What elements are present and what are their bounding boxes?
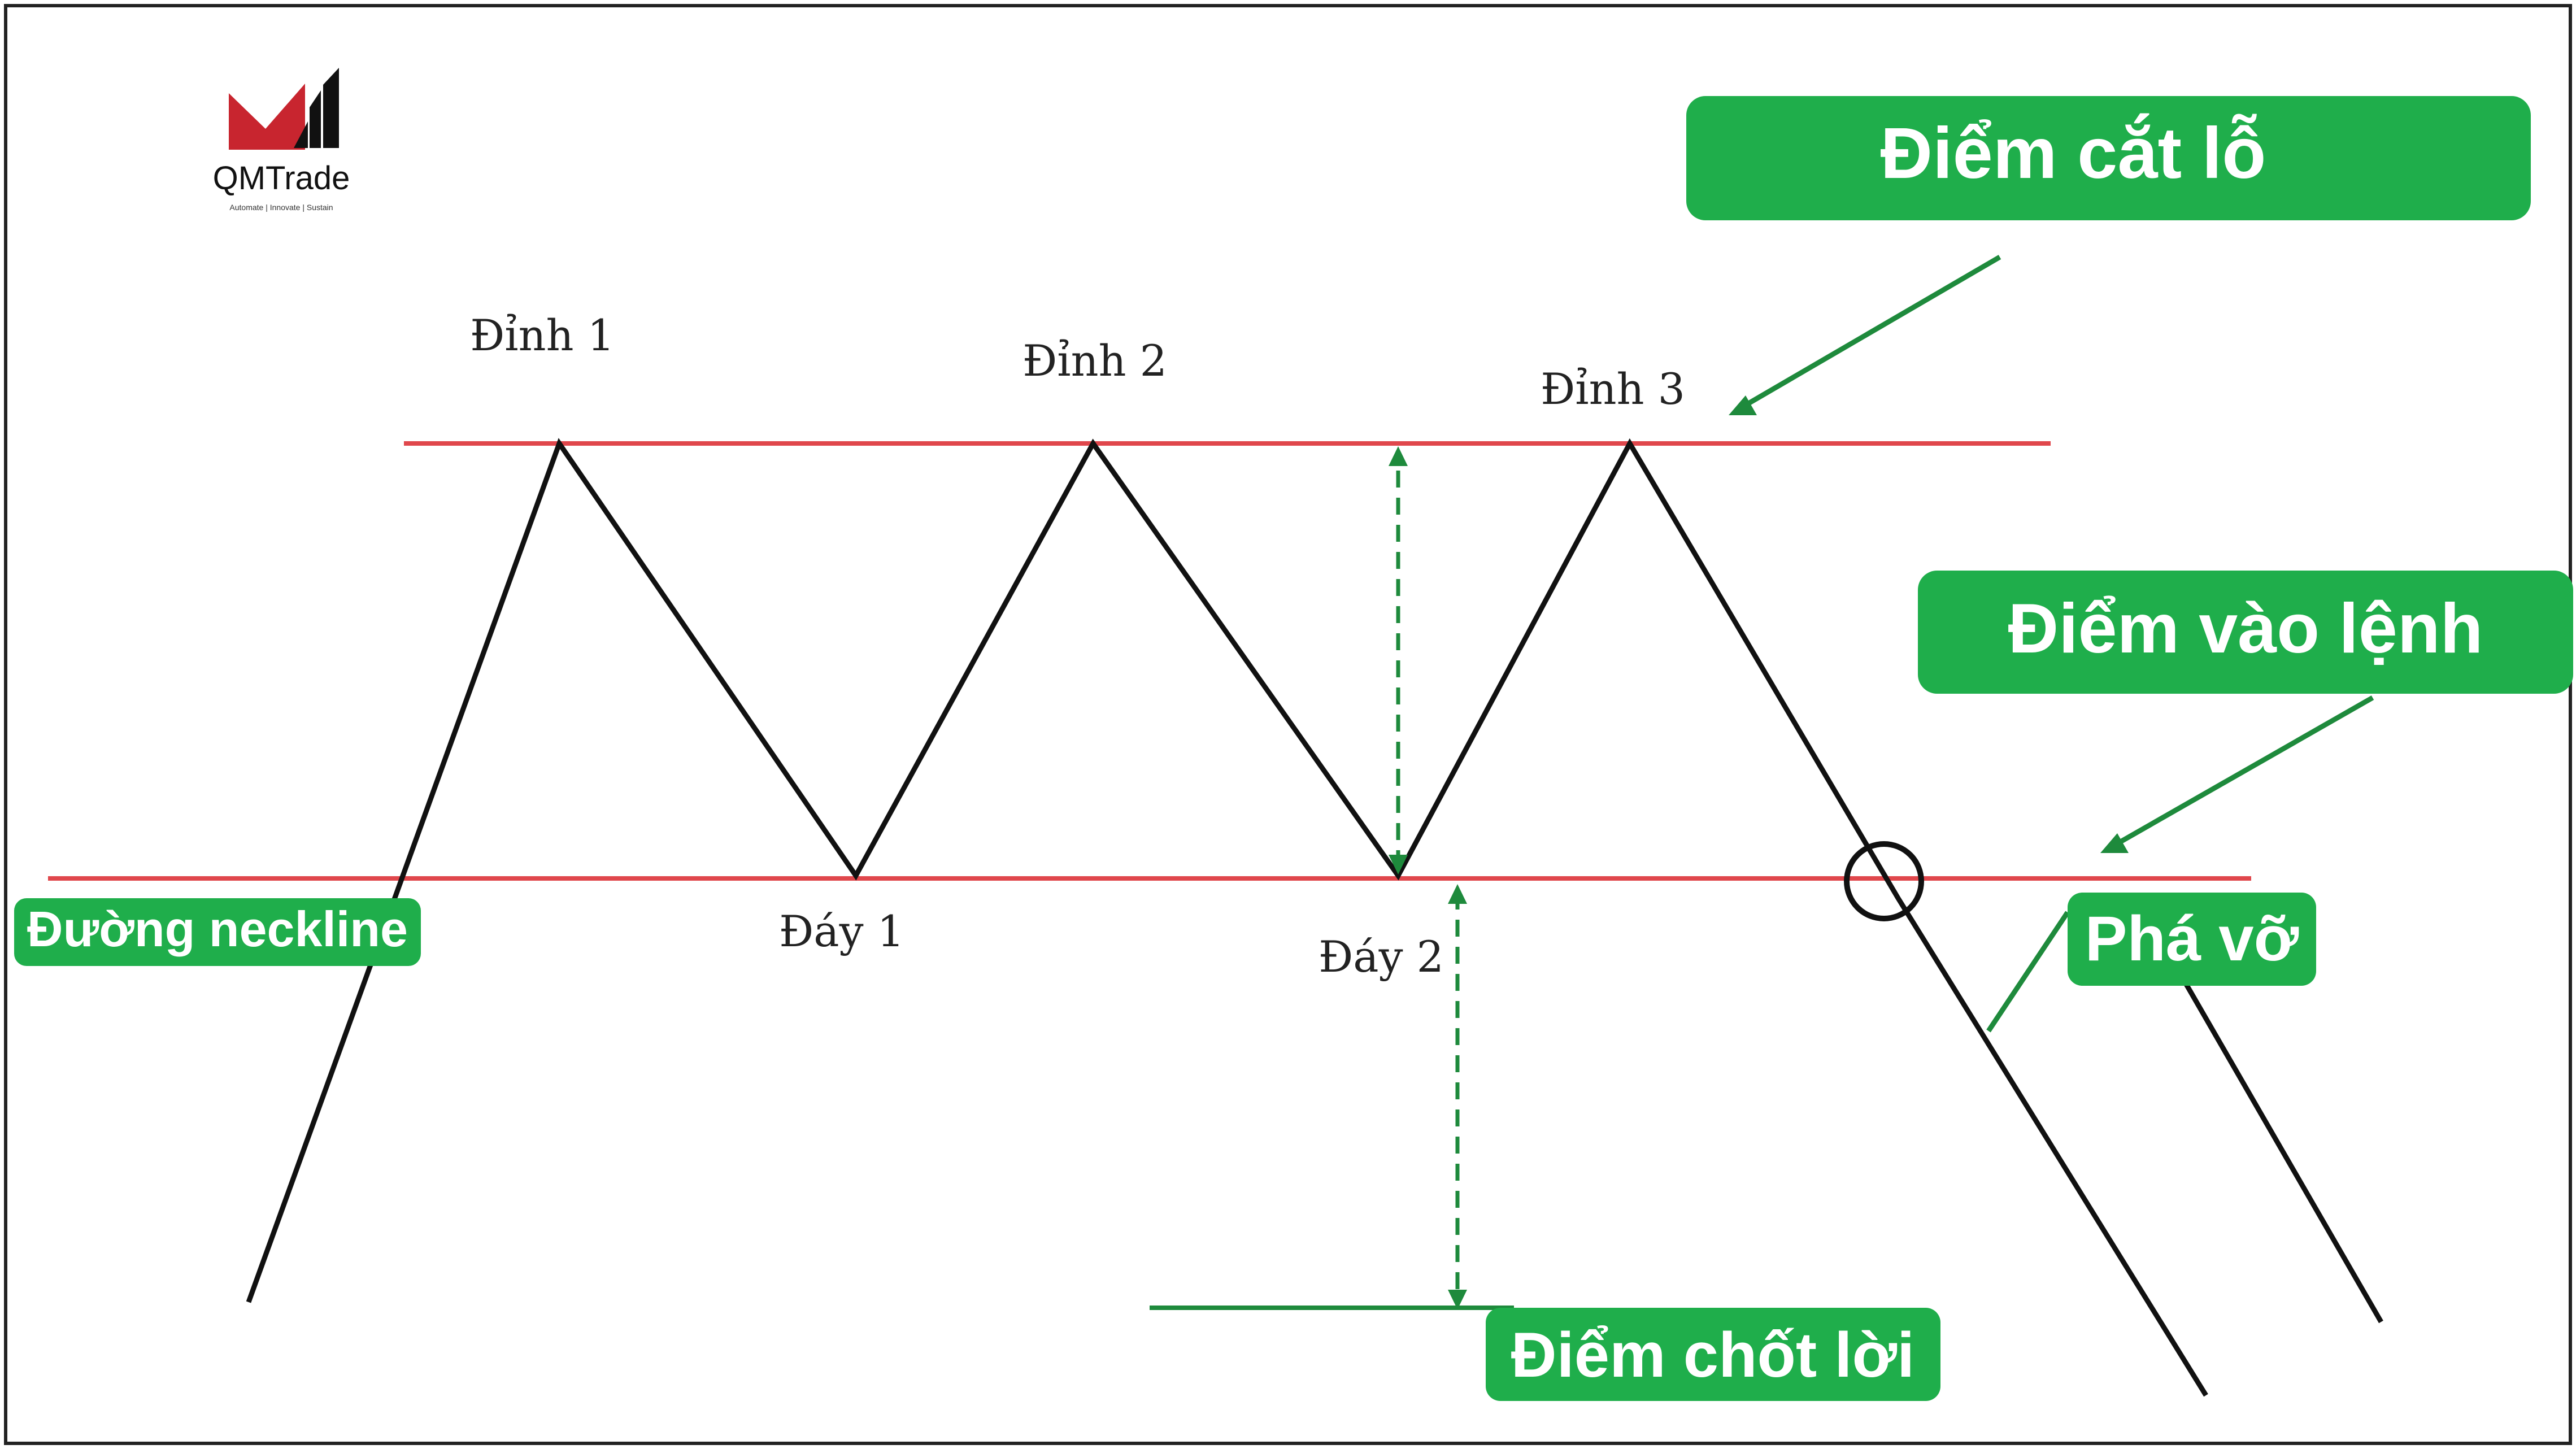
breakout-circle (1844, 841, 1924, 921)
target-projection-arrow (1448, 884, 1467, 1309)
entry-callout: Điểm vào lệnh (1918, 571, 2573, 694)
pattern-height-arrow (1389, 446, 1408, 874)
stop-loss-text: Điểm cắt lỗ (1881, 113, 2266, 194)
take-profit-text: Điểm chốt lời (1511, 1320, 1914, 1390)
peak-1-label: Đỉnh 1 (470, 310, 615, 360)
logo-name: QMTrade (213, 160, 350, 197)
peak-3-label: Đỉnh 3 (1541, 364, 1685, 414)
neckline-callout: Đường neckline (14, 898, 421, 966)
trough-2-label: Đáy 2 (1319, 932, 1444, 982)
peak-2-label: Đỉnh 2 (1022, 336, 1167, 386)
neckline-text: Đường neckline (27, 901, 408, 957)
trough-1-label: Đáy 1 (779, 906, 904, 956)
take-profit-callout: Điểm chốt lời (1486, 1308, 1940, 1401)
breakout-text: Phá vỡ (2085, 903, 2299, 974)
entry-text: Điểm vào lệnh (2008, 590, 2483, 668)
qmtrade-logo: QMTrade Automate | Innovate | Sustain (213, 68, 350, 212)
stop-loss-arrow (1729, 255, 2001, 415)
stop-loss-callout: Điểm cắt lỗ (1686, 96, 2531, 220)
logo-tagline: Automate | Innovate | Sustain (229, 203, 333, 212)
breakout-callout: Phá vỡ (2068, 893, 2316, 986)
frame-border (4, 4, 2572, 1445)
price-path (246, 438, 2208, 1397)
logo-mark-icon (229, 68, 339, 150)
breakout-connector (1986, 911, 2070, 1033)
entry-arrow (2100, 695, 2374, 853)
